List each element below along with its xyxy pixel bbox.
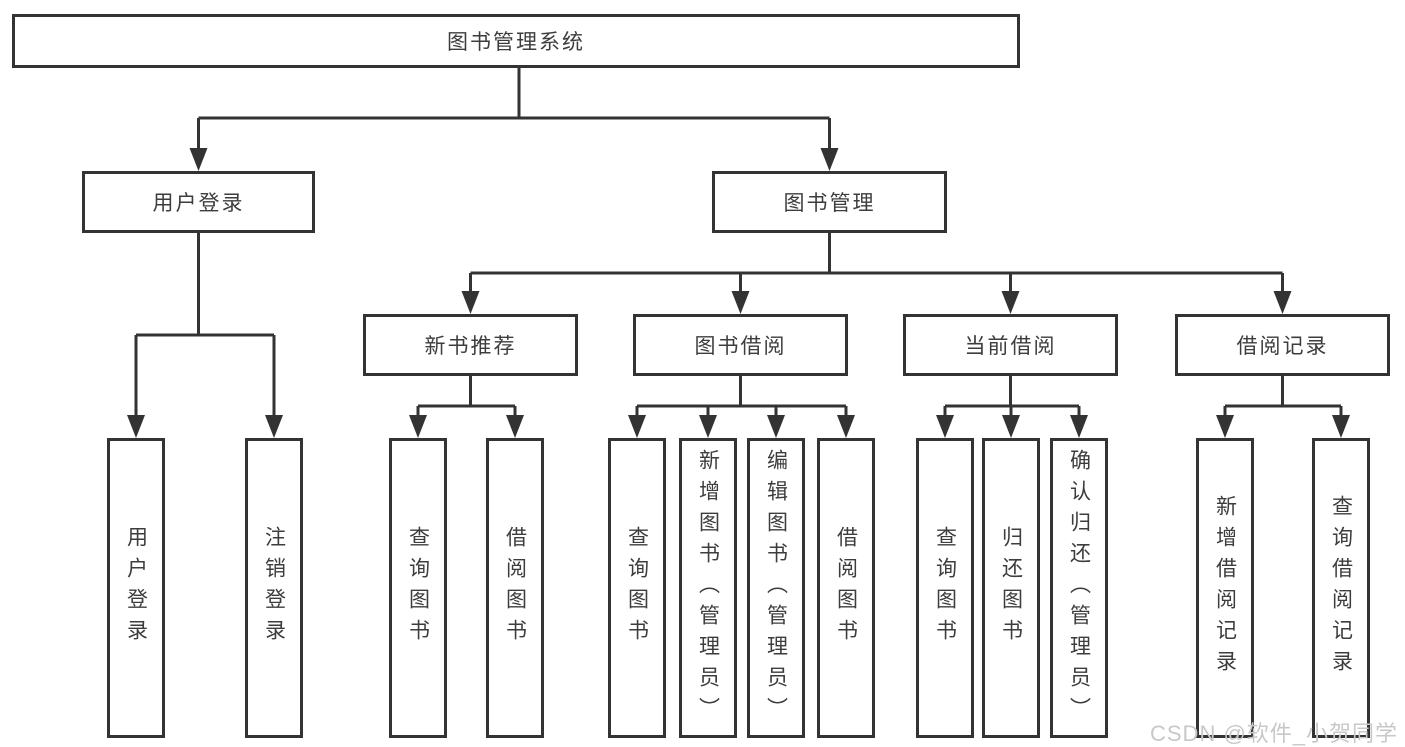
connector-borrowing-records — [1216, 376, 1350, 438]
leaf-logout-label: 注销登录 — [262, 526, 286, 650]
leaf-borrow-books-recommend: 借阅图书 — [486, 438, 544, 738]
csdn-watermark: CSDN @软件_小贺同学 — [1150, 721, 1399, 746]
leaf-logout: 注销登录 — [245, 438, 303, 738]
node-user-login: 用户登录 — [82, 171, 315, 233]
connector-book-borrowing — [628, 376, 855, 438]
leaf-query-books-recommend: 查询图书 — [389, 438, 447, 738]
connector-root — [189, 68, 839, 171]
connector-user-login — [127, 233, 283, 438]
leaf-query-books-current-label: 查询图书 — [933, 526, 957, 650]
leaf-user-login: 用户登录 — [107, 438, 165, 738]
leaf-add-book-admin: 新增图书（管理员） — [679, 438, 737, 738]
leaf-query-books-recommend-label: 查询图书 — [406, 526, 430, 650]
leaf-borrow-books-label: 借阅图书 — [834, 526, 858, 650]
node-current-borrowing: 当前借阅 — [903, 314, 1118, 376]
leaf-query-borrow-record-label: 查询借阅记录 — [1329, 495, 1353, 681]
node-borrowing-records: 借阅记录 — [1175, 314, 1390, 376]
node-borrowing-records-label: 借阅记录 — [1236, 335, 1329, 358]
node-new-book-recommend: 新书推荐 — [363, 314, 578, 376]
node-book-borrowing: 图书借阅 — [633, 314, 848, 376]
leaf-borrow-books-recommend-label: 借阅图书 — [503, 526, 527, 650]
leaf-add-borrow-record-label: 新增借阅记录 — [1213, 495, 1237, 681]
leaf-add-book-admin-label: 新增图书（管理员） — [696, 448, 720, 728]
node-book-management: 图书管理 — [712, 171, 947, 233]
leaf-query-books-borrowing: 查询图书 — [608, 438, 666, 738]
connector-new-book-recommend — [409, 376, 524, 438]
leaf-edit-book-admin: 编辑图书（管理员） — [747, 438, 805, 738]
leaf-user-login-label: 用户登录 — [124, 526, 148, 650]
leaf-edit-book-admin-label: 编辑图书（管理员） — [764, 448, 788, 728]
node-root: 图书管理系统 — [12, 14, 1020, 68]
node-user-login-label: 用户登录 — [152, 192, 245, 215]
node-book-borrowing-label: 图书借阅 — [694, 335, 787, 358]
leaf-borrow-books: 借阅图书 — [817, 438, 875, 738]
leaf-query-borrow-record: 查询借阅记录 — [1312, 438, 1370, 738]
leaf-add-borrow-record: 新增借阅记录 — [1196, 438, 1254, 738]
connector-current-borrowing — [936, 376, 1088, 438]
node-book-management-label: 图书管理 — [783, 192, 876, 215]
leaf-return-books-label: 归还图书 — [999, 526, 1023, 650]
node-new-book-recommend-label: 新书推荐 — [424, 335, 517, 358]
node-current-borrowing-label: 当前借阅 — [964, 335, 1057, 358]
connector-book-management — [461, 233, 1292, 314]
leaf-query-books-borrowing-label: 查询图书 — [625, 526, 649, 650]
leaf-query-books-current: 查询图书 — [916, 438, 974, 738]
leaf-confirm-return-admin-label: 确认归还（管理员） — [1067, 448, 1091, 728]
leaf-return-books: 归还图书 — [982, 438, 1040, 738]
node-root-label: 图书管理系统 — [447, 31, 585, 54]
leaf-confirm-return-admin: 确认归还（管理员） — [1050, 438, 1108, 738]
